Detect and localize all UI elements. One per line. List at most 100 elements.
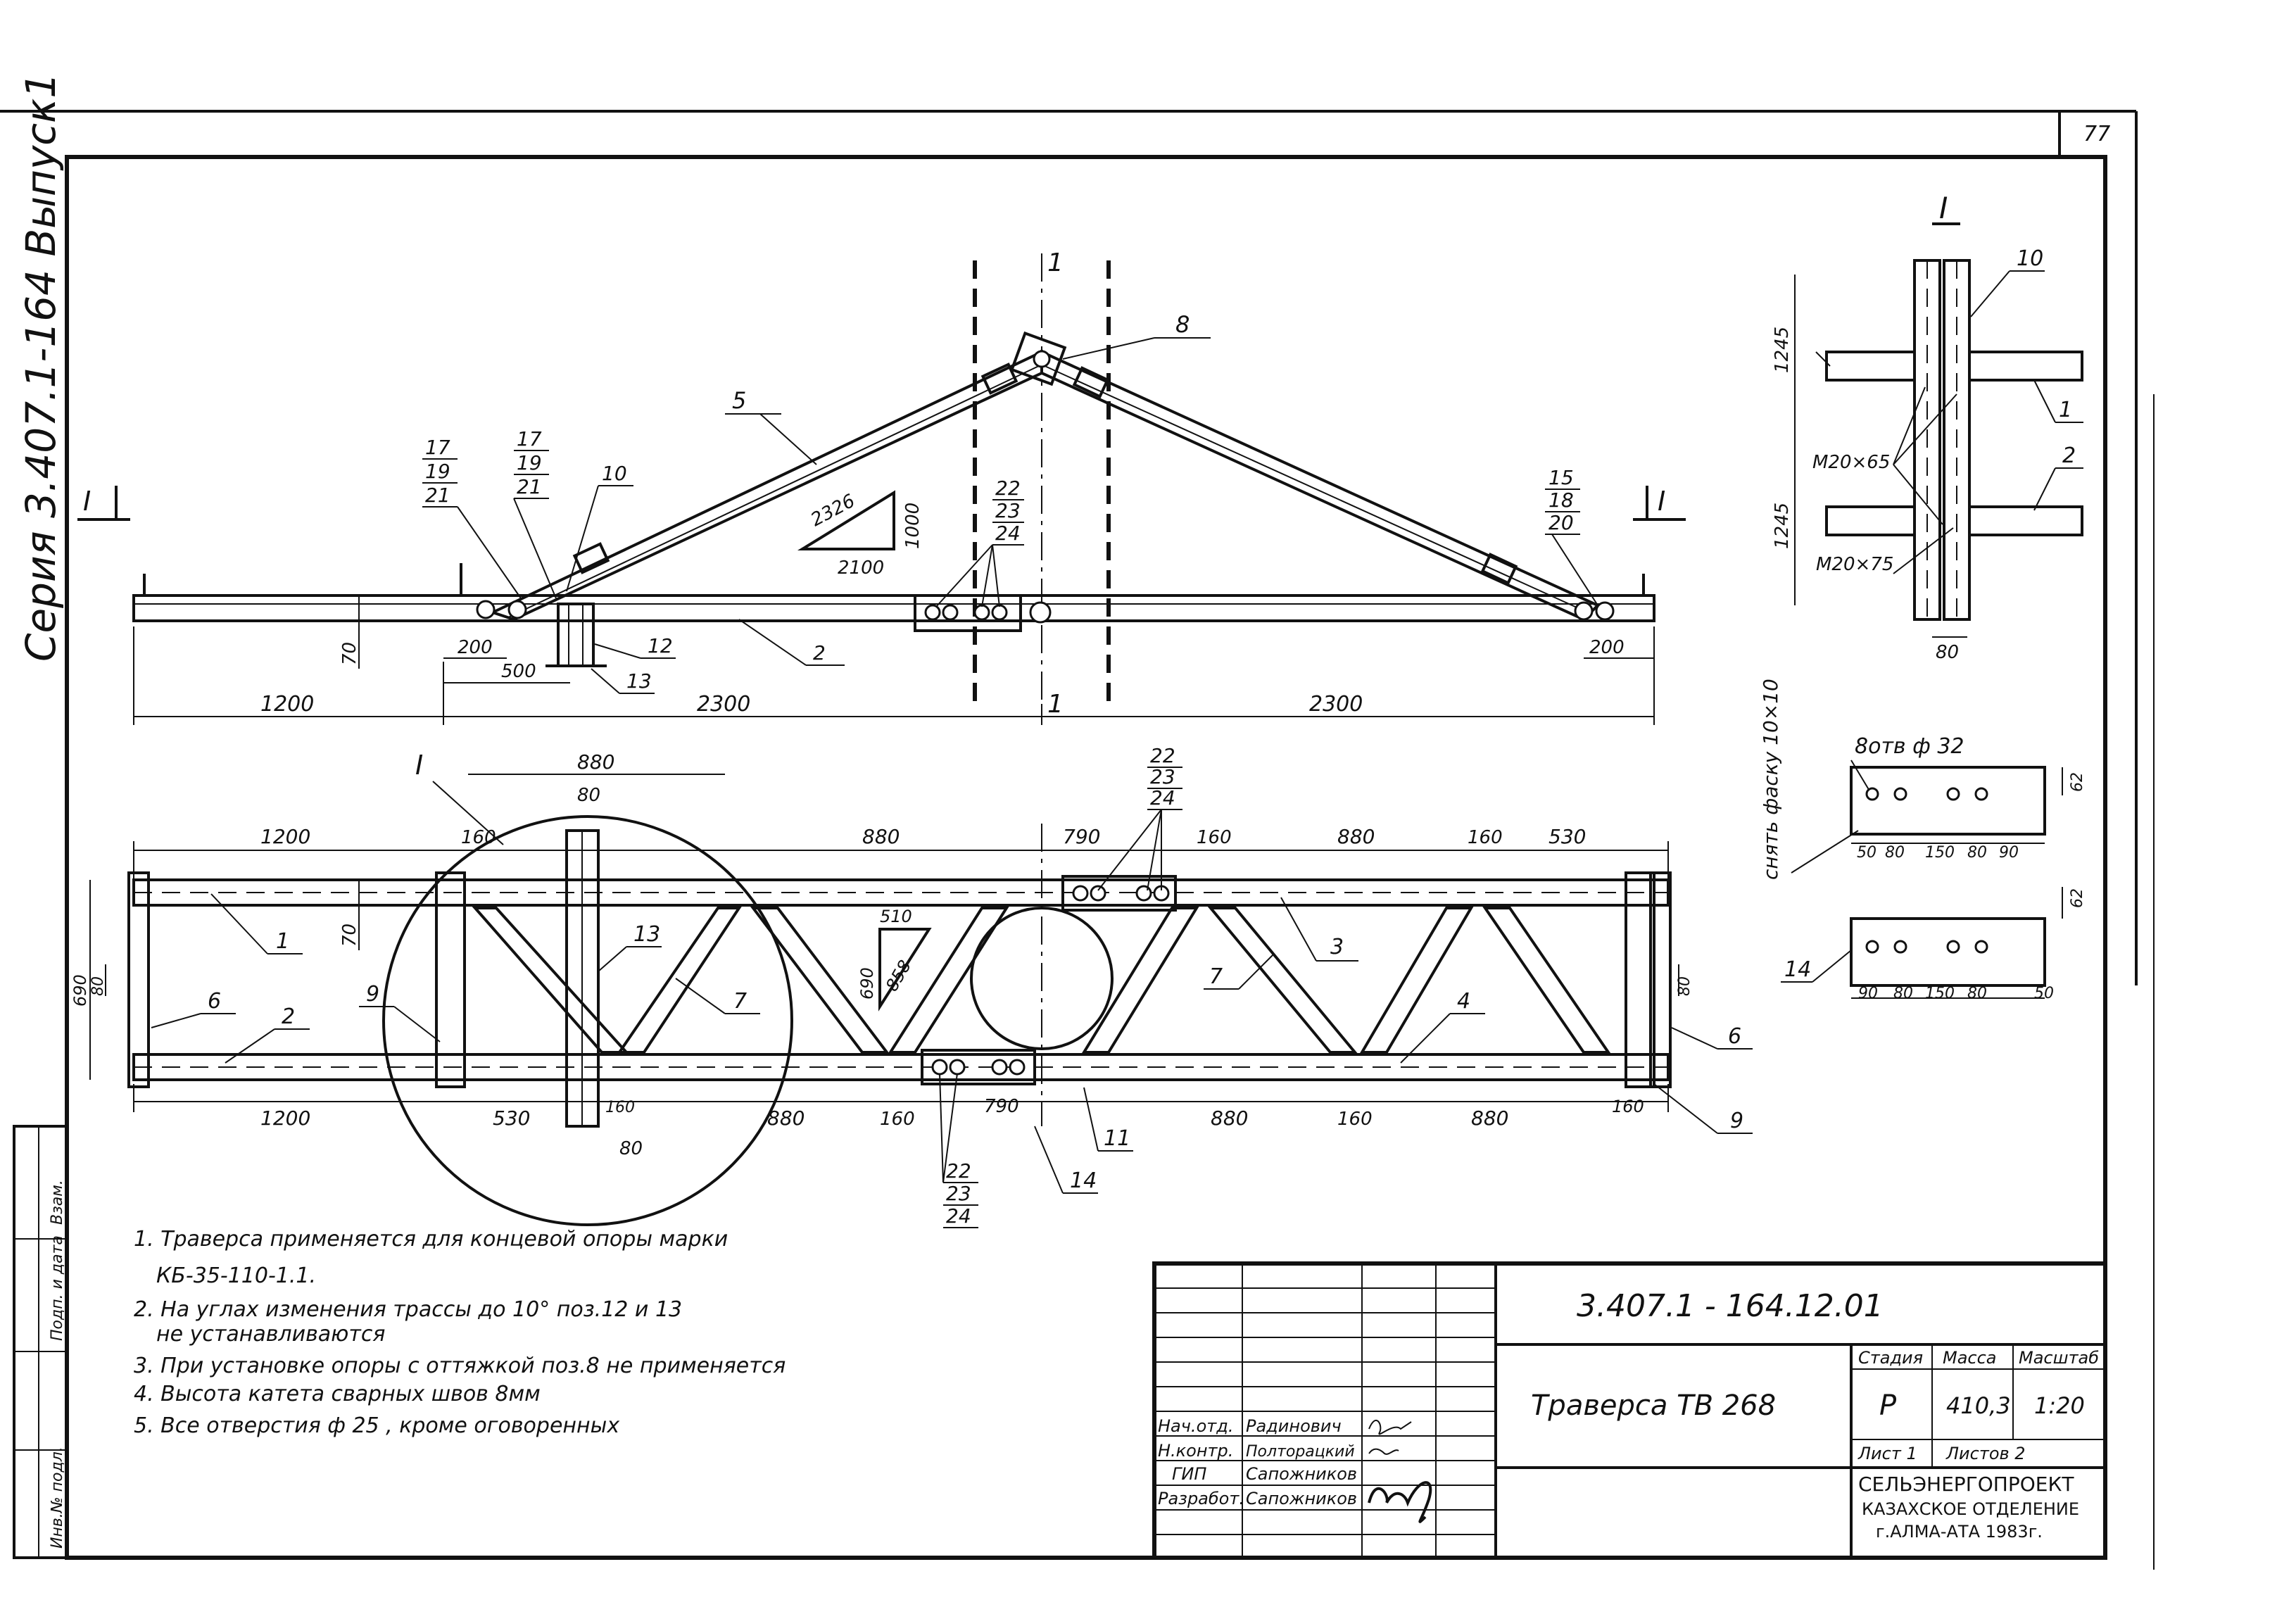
bolt-label-m20x75: M20×75 (1816, 554, 1893, 575)
plan-dim-80-bottom: 80 (619, 1138, 643, 1159)
callout-center-1: 22 (995, 477, 1021, 500)
plan-cc-top-3: 24 (1150, 786, 1175, 809)
signer-name-2: Полторацкий (1246, 1443, 1355, 1461)
callout-right-3: 20 (1548, 511, 1574, 534)
elevation-view: I I 1 1 1200 2300 2300 200 500 200 70 23… (77, 248, 1686, 725)
plan-pos-7-right: 7 (1209, 964, 1223, 989)
plan-detail-mark: I (415, 750, 423, 781)
org-line-1: СЕЛЬЭНЕРГОПРОЕКТ (1858, 1473, 2074, 1496)
plate-upper-dim-1: 50 (1857, 844, 1876, 862)
callout-left-a: 17 19 21 (422, 436, 522, 599)
plan-slope-c: 858 (882, 957, 915, 995)
callout-right-1: 15 (1548, 466, 1574, 489)
plan-dim-70: 70 (339, 924, 360, 947)
note-1: 1. Траверса применяется для концевой опо… (134, 1227, 728, 1252)
plate-lower-dim-2: 80 (1893, 985, 1913, 1002)
plate-lower-dim-4: 80 (1967, 985, 1987, 1002)
col-value-stage: Р (1879, 1389, 1897, 1422)
plan-pos-11: 11 (1104, 1126, 1130, 1151)
sheet-label: Лист 1 (1857, 1444, 1917, 1463)
plan-dim-880-top: 880 (577, 750, 614, 774)
callout-center: 22 23 24 (935, 477, 1024, 607)
plan-bot-dim-7: 880 (1211, 1107, 1248, 1130)
plan-bot-dim-8: 160 (1337, 1109, 1373, 1130)
section-detail: I 1245 1245 80 M20×65 M20×75 10 1 2 (1772, 191, 2083, 663)
doc-code: 3.407.1 - 164.12.01 (1577, 1288, 1884, 1324)
signer-name-3: Сапожников (1246, 1464, 1357, 1484)
plan-dim-80-left: 80 (89, 976, 107, 996)
side-stamp-2: Подп. и дата (49, 1235, 66, 1341)
axis-label-top: 1 (1047, 248, 1064, 277)
signature-2 (1368, 1448, 1399, 1455)
plan-top-dim-1: 1200 (260, 825, 310, 848)
plate-holes-note: 8отв ф 32 (1855, 734, 1964, 759)
callout-left-b-2: 19 (517, 451, 542, 474)
callout-center-2: 23 (995, 499, 1021, 522)
plan-pos-1: 1 (276, 929, 289, 954)
section-pos-1: 1 (2059, 398, 2072, 422)
elev-dim-500: 500 (501, 661, 536, 682)
callout-left-a-3: 21 (425, 484, 450, 507)
plate-upper-dim-2: 80 (1885, 844, 1905, 862)
elev-pos-8: 8 (1175, 311, 1190, 338)
signature-3 (1368, 1481, 1432, 1523)
plate-lower-dim-3: 150 (1925, 985, 1955, 1002)
elev-dim-200-left: 200 (458, 637, 493, 658)
title-block: 3.407.1 - 164.12.01 Траверса ТВ 268 Стад… (1152, 1261, 2107, 1560)
callout-left-a-2: 19 (425, 460, 450, 483)
signer-name-4: Сапожников (1246, 1489, 1357, 1508)
bolt-label-m20x65: M20×65 (1812, 452, 1890, 473)
plate-lower-dim-1: 90 (1858, 985, 1878, 1002)
plan-view: I 1200 160 880 790 160 880 160 530 880 8… (70, 744, 1753, 1228)
plan-bot-dim-1: 1200 (260, 1107, 310, 1130)
org-line-3: г.АЛМА-АТА 1983г. (1876, 1522, 2043, 1542)
plan-slope-a: 510 (880, 907, 912, 926)
plan-bot-dim-3: 160 (605, 1099, 635, 1116)
plan-bot-dim-10: 160 (1612, 1097, 1644, 1116)
signer-role-3: ГИП (1172, 1464, 1206, 1484)
plan-slope-b: 690 (857, 967, 877, 1000)
plan-top-dim-6: 880 (1337, 825, 1375, 848)
elev-dim-2300-right: 2300 (1309, 692, 1363, 717)
note-3: 3. При установке опоры с оттяжкой поз.8 … (134, 1354, 786, 1378)
sheet-frame (0, 110, 2155, 1570)
plan-dim-80-top: 80 (577, 785, 600, 806)
callout-left-b-3: 21 (517, 475, 542, 498)
section-mark-left: I (83, 486, 91, 517)
sheets-label: Листов 2 (1945, 1444, 2026, 1463)
elev-slope-run: 2100 (838, 557, 884, 579)
plan-pos-13: 13 (633, 922, 660, 947)
callout-left-b-1: 17 (517, 427, 542, 450)
col-header-stage: Стадия (1858, 1348, 1923, 1368)
plan-pos-3: 3 (1330, 935, 1344, 959)
signer-role-2: Н.контр. (1158, 1441, 1233, 1461)
plan-top-dim-4: 790 (1063, 825, 1100, 848)
plan-cc-top-1: 22 (1150, 744, 1175, 767)
callout-right: 15 18 20 (1545, 466, 1598, 606)
plan-dim-690: 690 (70, 974, 90, 1007)
note-5: 5. Все отверстия ф 25 , кроме оговоренны… (134, 1413, 619, 1438)
notes: 1. Траверса применяется для концевой опо… (134, 1227, 786, 1438)
plan-pos-2: 2 (282, 1004, 295, 1029)
signer-role-4: Разработ. (1158, 1489, 1244, 1508)
plate-upper-dim-4: 80 (1967, 844, 1987, 862)
elev-pos-10: 10 (602, 462, 627, 485)
plan-pos-9-left: 9 (366, 982, 379, 1007)
signer-name-1: Радинович (1246, 1416, 1342, 1436)
section-dim-width: 80 (1936, 642, 1959, 663)
plate-lower-dim-5: 50 (2034, 985, 2054, 1002)
plate-chamfer-note: снять фаску 10×10 (1759, 679, 1782, 880)
col-value-scale: 1:20 (2034, 1392, 2085, 1419)
elev-pos-13: 13 (626, 669, 652, 693)
callout-left-a-1: 17 (425, 436, 450, 459)
series-label: Серия 3.407.1-164 Выпуск1 (17, 73, 65, 662)
note-1b: КБ-35-110-1.1. (156, 1263, 316, 1288)
elev-dim-2300-left: 2300 (697, 692, 750, 717)
elev-slope-rise: 1000 (902, 503, 923, 549)
section-dim-upper: 1245 (1772, 327, 1793, 373)
elev-dim-1200: 1200 (260, 692, 314, 717)
page-number: 77 (2083, 122, 2110, 146)
plan-pos-14: 14 (1070, 1168, 1097, 1193)
signer-role-1: Нач.отд. (1158, 1416, 1233, 1436)
